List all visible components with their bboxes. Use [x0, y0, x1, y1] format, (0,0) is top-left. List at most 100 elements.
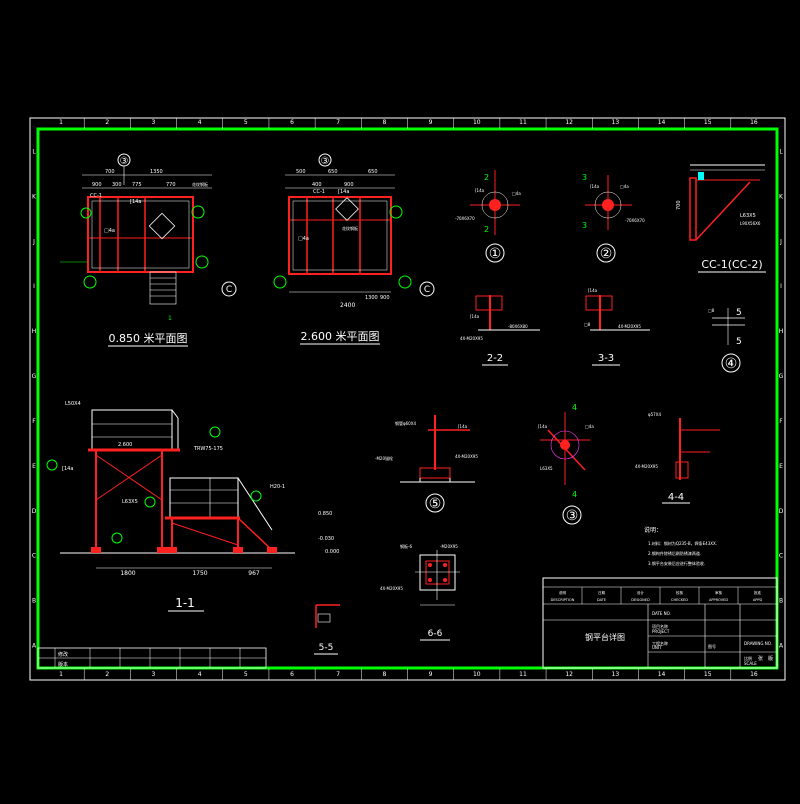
tb-field-0: DATE NO.	[652, 611, 671, 616]
svg-text:4: 4	[572, 403, 577, 412]
p2-dim-0: 500	[296, 169, 306, 175]
border-col-label: 5	[244, 119, 248, 126]
s33-label-0: [14a	[588, 288, 598, 293]
detail-3: 4 4 [14a □4a L63X5 ③	[538, 403, 594, 525]
detail-2: 3 3 [14a □4a -70X6X70 ②	[582, 173, 645, 263]
elev-dim-2: 967	[248, 570, 260, 577]
plan1-label-2: □4a	[104, 228, 115, 234]
title-block-header-cell: 批准	[754, 590, 762, 595]
elev-label-6: H20-1	[270, 484, 285, 490]
sec-2-top: 2	[484, 173, 489, 182]
elev-label-7: L63X5	[122, 499, 138, 505]
det1-num: ①	[489, 246, 502, 262]
dim-top-4: 1350	[150, 169, 163, 175]
border-row-label: I	[33, 283, 35, 290]
s22-label-0: [14a	[470, 314, 480, 319]
s66-label-0: 钢板-6	[400, 543, 412, 549]
border-row-label: A	[779, 643, 784, 650]
title-block-header-cell: 说明	[559, 590, 567, 595]
det3-label-0: [14a	[538, 424, 548, 429]
notes-heading: 说明：	[644, 526, 662, 534]
border-col-label: 1	[59, 119, 63, 126]
section-3-3: [14a 4X-M20X95 □8 3-3	[584, 288, 650, 366]
grid-labels: 1122334455667788991010111112121313141415…	[32, 118, 784, 680]
tb-field-3: 工程名称	[652, 640, 668, 646]
axis-bubble-2	[318, 153, 332, 167]
border-col-label: 16	[750, 119, 758, 126]
dim-top-1: 900	[92, 182, 102, 188]
elev-dim-0: 1800	[120, 570, 135, 577]
s66-title: 6-6	[428, 629, 443, 639]
border-col-label: 16	[750, 671, 758, 678]
plan1-label-0: CC-1	[90, 193, 102, 199]
axis-c-label: C	[226, 285, 232, 295]
border-row-label: E	[779, 463, 783, 470]
border-col-label: 15	[704, 119, 712, 126]
title-block-header-cell: DATE	[597, 598, 606, 602]
border-col-label: 11	[519, 671, 527, 678]
dim-top-0: 700	[105, 169, 115, 175]
det5-label-0: 钢管φ60X4	[395, 420, 416, 426]
border-row-label: A	[32, 643, 37, 650]
border-col-label: 13	[612, 119, 620, 126]
svg-text:2: 2	[484, 225, 489, 234]
border-row-label: B	[779, 598, 783, 605]
plan2-title: 2.600 米平面图	[301, 330, 380, 343]
s33-label-2: □8	[584, 322, 591, 327]
detail-4: 5 5 □8 ④	[708, 308, 745, 373]
plan-2600: ③ 500 400 650 900 650 CC-1 [14a □4a 花纹钢板…	[273, 153, 435, 345]
border-col-label: 14	[658, 671, 666, 678]
det5-label-1: [14a	[458, 424, 468, 429]
notes-line-2: 3.钢平台安装后应进行整体验收.	[648, 560, 705, 566]
title-block: 说明DESCRIPTION日期DATE设计DESIGNED校核CHECKED审核…	[542, 577, 778, 669]
border-col-label: 10	[473, 119, 481, 126]
det5-label-3: 4X-M20X95	[455, 454, 478, 459]
plan2-label-2: □4a	[298, 236, 309, 242]
p2-dim-4: 650	[368, 169, 378, 175]
border-col-label: 9	[429, 671, 433, 678]
title-block-header: 说明DESCRIPTION日期DATE设计DESIGNED校核CHECKED审核…	[551, 587, 762, 604]
tb-field-7: 比例	[744, 655, 752, 661]
s44-label-1: 4X-M20X95	[635, 464, 658, 469]
border-col-label: 7	[336, 671, 340, 678]
axis-c-label-2: C	[424, 285, 430, 295]
elev-label-0: L50X4	[65, 401, 81, 407]
plan2-label-0: CC-1	[313, 189, 325, 195]
section-2-2: [14a -80X6X80 4X-M20X95 2-2	[460, 295, 540, 366]
border-col-label: 1	[59, 671, 63, 678]
border-row-label: F	[779, 418, 783, 425]
border-col-label: 14	[658, 119, 666, 126]
det4-label-0: □8	[708, 308, 715, 313]
border-col-label: 12	[565, 119, 573, 126]
border-row-label: C	[32, 553, 36, 560]
border-col-label: 5	[244, 671, 248, 678]
cc1-label-2: 700	[676, 200, 682, 210]
s55-title: 5-5	[319, 643, 334, 653]
elevation-1-1: 1800 1750 967 L50X4 2.600 0.850 -0.030 0…	[46, 401, 339, 612]
rev-label-0: 修改	[58, 651, 68, 658]
border-row-label: F	[32, 418, 36, 425]
border-row-label: G	[32, 373, 37, 380]
border-col-label: 11	[519, 119, 527, 126]
elev-label-3: -0.030	[318, 536, 334, 542]
elev-dim-1: 1750	[192, 570, 207, 577]
title-block-header-cell: DESIGNED	[631, 598, 650, 602]
border-col-label: 6	[290, 119, 294, 126]
cc1-label-0: L63X5	[740, 213, 756, 219]
s33-label-1: 4X-M20X95	[618, 324, 641, 329]
det1-label-2: -70X6X70	[455, 216, 475, 221]
title-block-header-cell: 审核	[715, 590, 723, 595]
border-col-label: 12	[565, 671, 573, 678]
border-col-label: 15	[704, 671, 712, 678]
notes-line-1: 2.钢构件除锈后刷防锈漆两道.	[648, 550, 701, 556]
det1-label-0: [14a	[475, 188, 485, 193]
rev-label-1: 版本	[58, 661, 68, 668]
title-block-header-cell: APPROVED	[709, 598, 728, 602]
border-row-label: C	[779, 553, 783, 560]
section-6-6: 钢板-6 -M20X95 4X-M20X95 6-6	[380, 543, 460, 641]
p2-dim-bottom-1: 1300	[365, 295, 378, 301]
tb-field-6: DRAWING NO.	[744, 641, 772, 646]
elev-label-2: 0.850	[318, 511, 332, 517]
